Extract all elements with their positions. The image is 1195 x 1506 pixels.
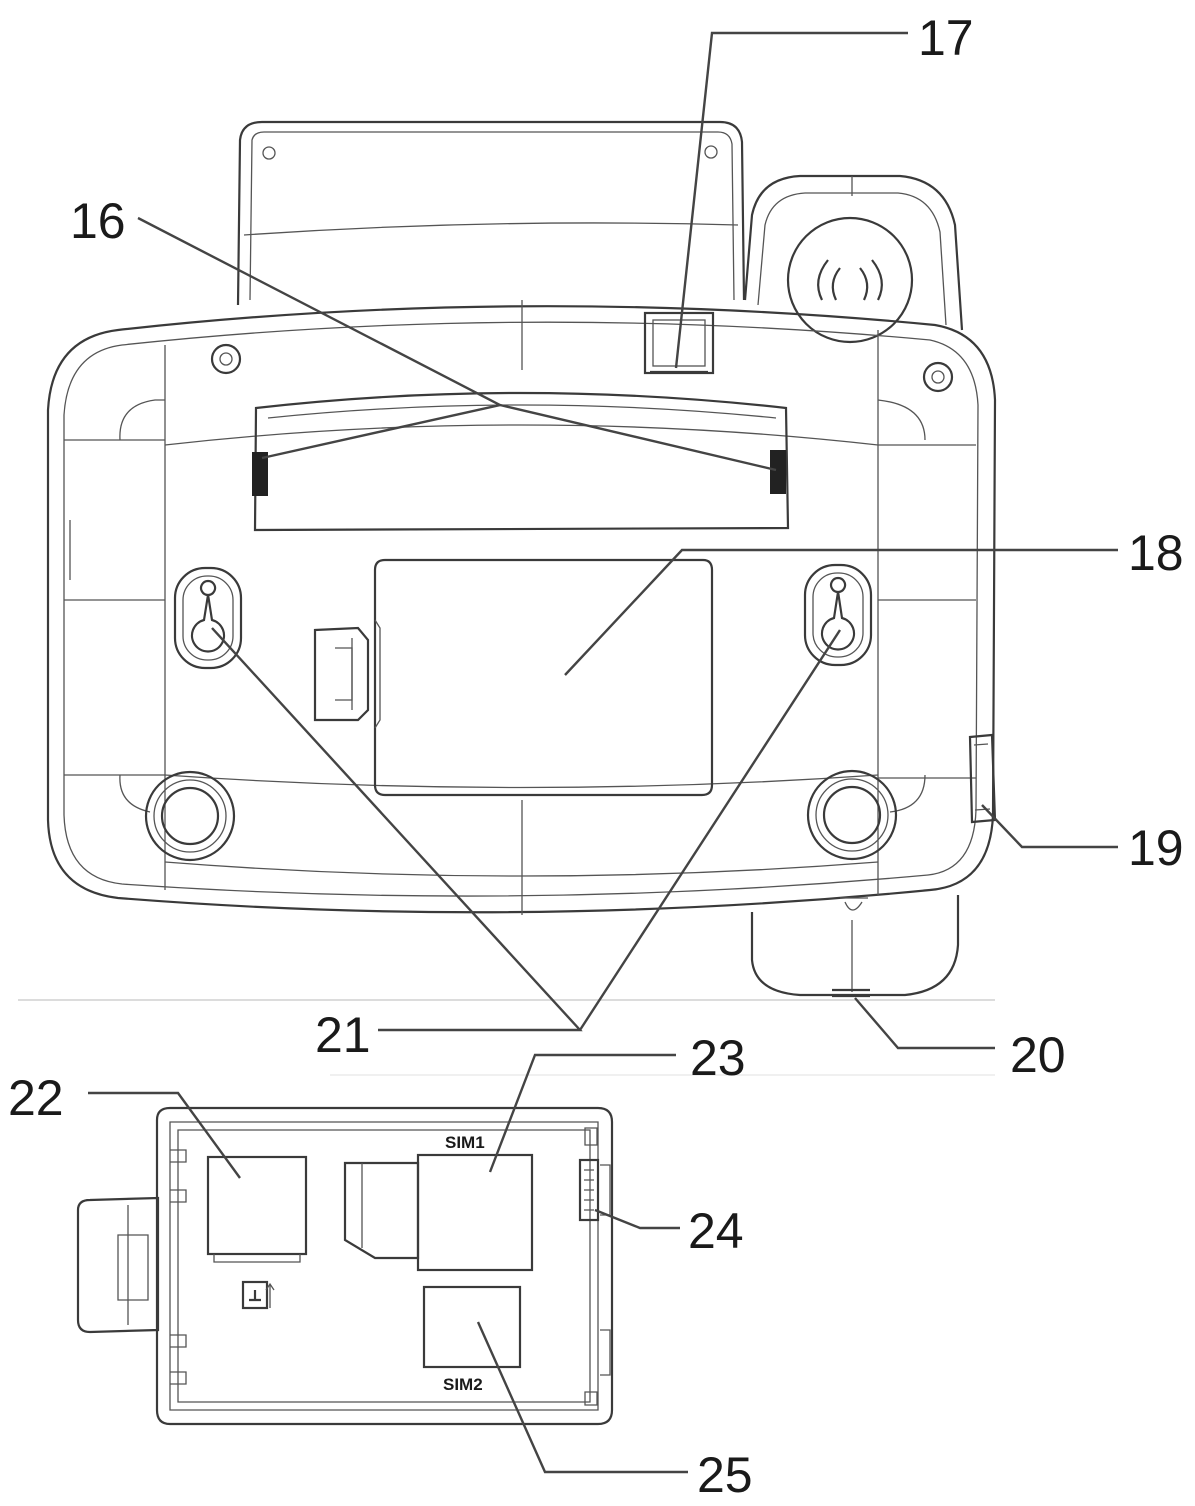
foot-left [144, 770, 236, 862]
keyhole-left [173, 566, 243, 670]
keyhole-right [803, 563, 873, 667]
callout-23: 23 [690, 1030, 746, 1086]
sim2-slot [422, 1285, 522, 1369]
screw-top-right [922, 361, 954, 393]
stand-screw-right [704, 145, 718, 159]
memory-card-slot [206, 1155, 308, 1256]
screw-top-left [210, 343, 242, 375]
callout-21: 21 [315, 1007, 371, 1063]
callout-24: 24 [688, 1203, 744, 1259]
callout-25: 25 [697, 1447, 753, 1501]
top-recess [252, 391, 790, 532]
callout-17: 17 [918, 10, 974, 66]
callout-labels: 16 17 18 19 20 21 22 23 24 25 [8, 10, 1184, 1503]
stand-screw-left [262, 146, 276, 160]
sim1-slot [416, 1153, 534, 1272]
callout-22: 22 [8, 1070, 64, 1126]
leader-lines [88, 31, 1118, 1474]
base-body [46, 300, 997, 915]
rear-stand [236, 120, 746, 306]
card-orientation-icon [241, 1280, 275, 1310]
sim1-label: SIM1 [445, 1133, 485, 1152]
sim-cover [313, 558, 714, 797]
handset-top [743, 174, 964, 344]
sim1-slider [343, 1161, 420, 1260]
sim2-label: SIM2 [443, 1375, 483, 1394]
handset-bottom [750, 895, 960, 998]
line-port [643, 311, 715, 375]
callout-16: 16 [70, 193, 126, 249]
clip-right [770, 450, 786, 494]
callout-18: 18 [1128, 525, 1184, 581]
clip-left [252, 452, 268, 496]
foot-right [806, 769, 898, 861]
callout-19: 19 [1128, 820, 1184, 876]
speaker-grille [786, 216, 914, 344]
sim-tray: SIM1 SIM2 [76, 1106, 614, 1426]
callout-20: 20 [1010, 1027, 1066, 1083]
